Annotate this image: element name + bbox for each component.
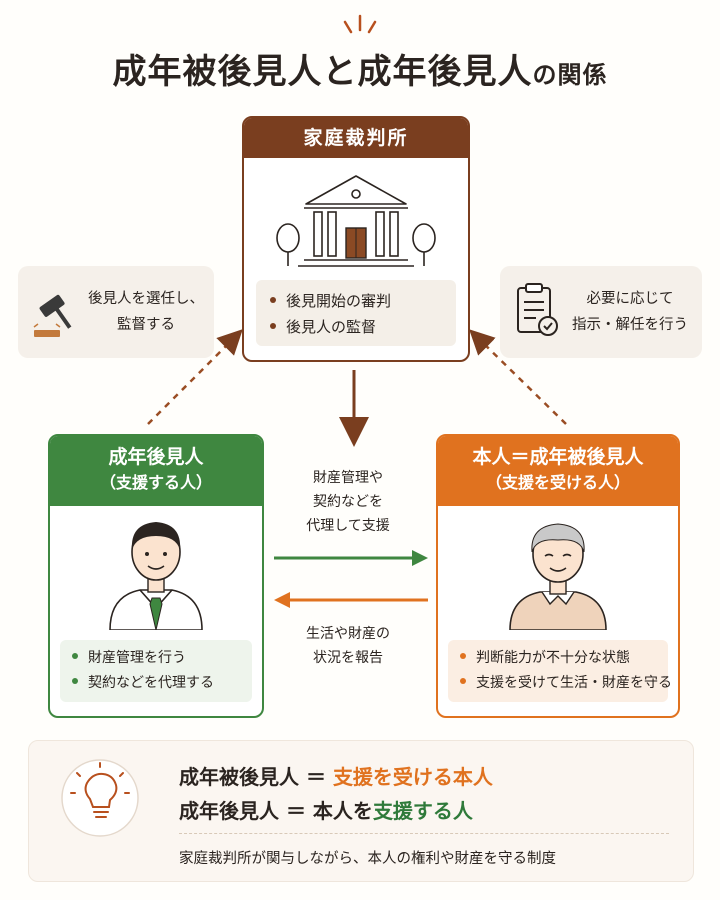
guardian-card: 成年後見人 （支援する人） 財産管理を行う 契約などを代理する	[48, 434, 264, 718]
list-item: 支援を受けて生活・財産を守る	[460, 671, 672, 696]
summary-divider	[179, 833, 669, 834]
left-note-line: 監督する	[117, 317, 175, 333]
relation-arrows	[147, 329, 567, 447]
ward-card: 本人＝成年被後見人 （支援を受ける人） 判断能力が不十分な状態 支援を受けて生活…	[436, 434, 680, 718]
list-item: 契約などを代理する	[72, 671, 240, 696]
support-arrow	[274, 550, 428, 566]
right-note-line: 指示・解任を行う	[572, 317, 688, 333]
guardian-duties: 財産管理を行う 契約などを代理する	[60, 640, 252, 702]
sparkle-icon	[343, 14, 377, 34]
support-description: 財産管理や 契約などを 代理して支援	[306, 470, 390, 534]
left-note-line: 後見人を選任し、	[88, 291, 204, 307]
lightbulb-icon	[61, 759, 139, 837]
left-note: 後見人を選任し、 監督する	[18, 266, 214, 358]
list-item: 判断能力が不十分な状態	[460, 646, 656, 671]
court-duties: 後見開始の審判 後見人の監督	[256, 280, 456, 346]
right-note-line: 必要に応じて	[586, 291, 674, 307]
ward-avatar	[509, 523, 607, 630]
summary-line-2: 成年後見人 ＝ 本人を支援する人	[179, 799, 473, 823]
summary-box: 成年被後見人 ＝ 支援を受ける本人 成年後見人 ＝ 本人を支援する人 家庭裁判所…	[28, 740, 694, 882]
report-description: 生活や財産の 状況を報告	[306, 626, 390, 666]
ward-subtitle: （支援を受ける人）	[485, 473, 630, 492]
list-item: 財産管理を行う	[72, 646, 240, 671]
courthouse-icon	[276, 175, 436, 267]
page-title: 成年被後見人と成年後見人の関係	[112, 52, 608, 92]
guardian-avatar	[109, 522, 203, 630]
guardian-title: 成年後見人	[108, 446, 204, 468]
list-item: 後見開始の審判	[270, 288, 442, 314]
dashed-arrow-right	[469, 329, 567, 425]
dashed-arrow-left	[147, 329, 243, 425]
summary-footer: 家庭裁判所が関与しながら、本人の権利や財産を守る制度	[179, 851, 556, 867]
summary-line-1: 成年被後見人 ＝ 支援を受ける本人	[179, 765, 493, 789]
court-label: 家庭裁判所	[244, 118, 468, 158]
clipboard-check-icon	[517, 283, 558, 336]
right-note: 必要に応じて 指示・解任を行う	[500, 266, 702, 358]
report-arrow	[274, 592, 428, 608]
ward-status: 判断能力が不十分な状態 支援を受けて生活・財産を守る	[448, 640, 672, 702]
guardian-subtitle: （支援する人）	[99, 473, 212, 492]
list-item: 後見人の監督	[270, 314, 442, 340]
court-box: 家庭裁判所 後見開始の審判 後見人の監督	[242, 116, 470, 362]
gavel-icon	[33, 294, 72, 337]
ward-title: 本人＝成年被後見人	[472, 446, 644, 468]
